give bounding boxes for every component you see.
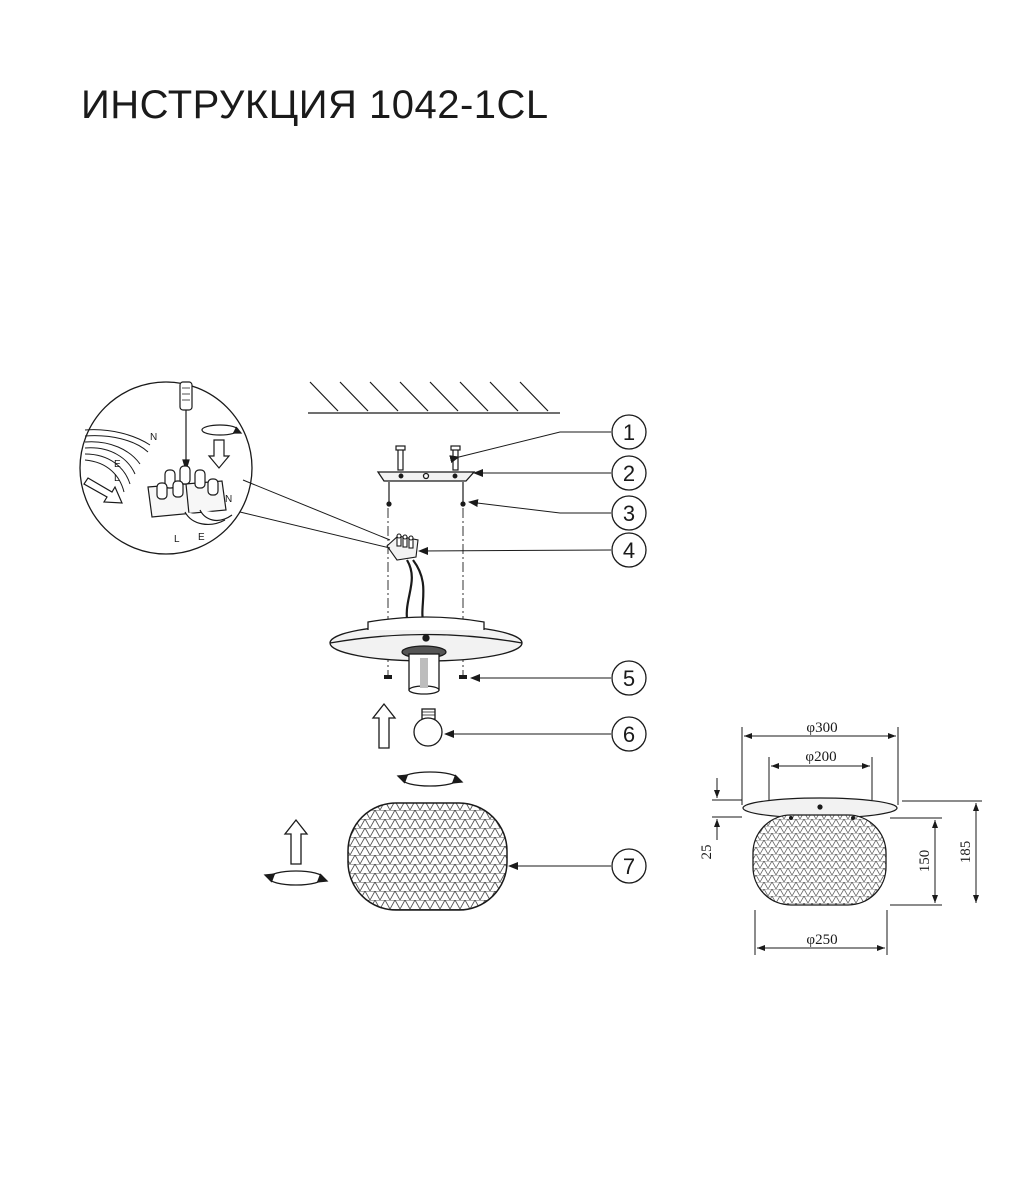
bracket-screws <box>386 482 466 507</box>
callout-4: 4 <box>611 532 647 568</box>
push-arrow-detail <box>83 477 123 504</box>
fixing-nuts <box>384 675 467 679</box>
svg-text:5: 5 <box>623 666 635 691</box>
lift-arrows <box>283 702 397 865</box>
svg-text:3: 3 <box>623 501 635 526</box>
svg-text:1: 1 <box>623 420 635 445</box>
dim-label-plate-diameter: φ300 <box>806 720 837 736</box>
glass-shade <box>347 802 508 911</box>
page-title: ИНСТРУКЦИЯ 1042-1CL <box>81 83 549 127</box>
ceiling <box>308 381 560 414</box>
rotate-arrow <box>396 771 464 787</box>
svg-text:2: 2 <box>623 461 635 486</box>
dim-label-shade-height: 150 <box>917 850 933 873</box>
lamp-socket <box>401 645 447 695</box>
callout-1: 1 <box>611 414 647 450</box>
dim-label-plate-height: 25 <box>699 845 715 860</box>
wire-label-n: N <box>150 432 157 443</box>
dim-label-shade-diameter: φ250 <box>806 932 837 948</box>
callout-7: 7 <box>611 848 647 884</box>
leader-lines <box>418 431 612 870</box>
terminal-block <box>386 533 419 561</box>
rotate-arrow-detail <box>201 424 243 469</box>
dim-lines <box>712 727 982 955</box>
base-plate <box>329 616 523 662</box>
wire-label-e-bottom: E <box>198 532 205 543</box>
dim-shade <box>752 814 887 906</box>
wire-label-l: L <box>114 473 120 484</box>
wire-label-n-right: N <box>225 494 232 505</box>
svg-text:7: 7 <box>623 854 635 879</box>
callout-5: 5 <box>611 660 647 696</box>
callout-2: 2 <box>611 455 647 491</box>
mounting-bracket <box>376 471 476 482</box>
light-bulb <box>413 708 443 747</box>
power-wires <box>405 559 426 626</box>
rotate-arrow-shade <box>263 870 329 886</box>
mounting-screws <box>395 445 461 471</box>
wire-label-l-bottom: L <box>174 534 180 545</box>
callout-3: 3 <box>611 495 647 531</box>
dim-label-total-height: 185 <box>958 841 974 864</box>
svg-text:6: 6 <box>623 722 635 747</box>
svg-text:4: 4 <box>623 538 635 563</box>
terminal-connector <box>147 465 233 526</box>
screwdriver-icon <box>179 381 193 473</box>
incoming-wires <box>84 429 151 493</box>
dimension-drawing: φ300 φ200 φ250 25 150 185 <box>699 720 982 955</box>
wire-label-e: E <box>114 459 121 470</box>
callout-6: 6 <box>611 716 647 752</box>
dim-label-inner-diameter: φ200 <box>805 749 836 765</box>
wiring-detail: N E L N L E <box>79 381 391 555</box>
